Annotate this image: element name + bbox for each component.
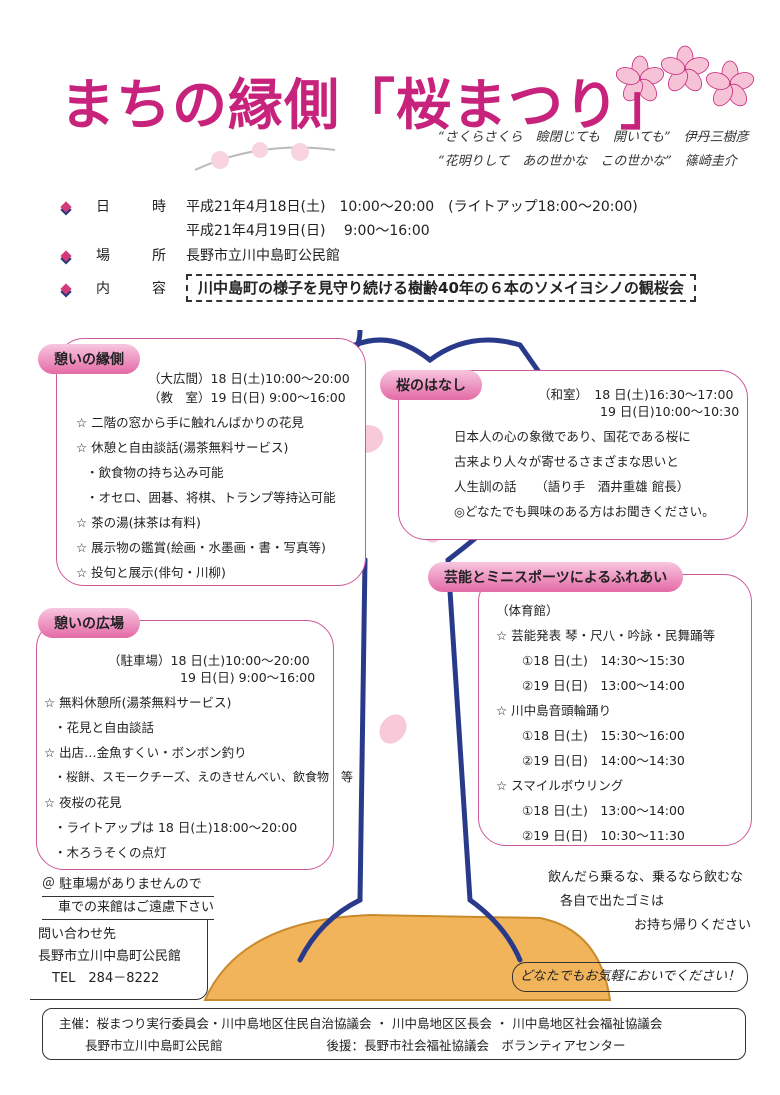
cherry-blossom-icon: [615, 45, 755, 107]
geino-line: ②19 日(日) 14:00～14:30: [522, 753, 685, 768]
hanashi-line: 19 日(日)10:00～10:30: [600, 404, 740, 419]
engawa-line: ☆ 茶の湯(抹茶は有料): [76, 515, 201, 530]
hanashi-line: 古来より人々が寄せるさまざまな思いと: [454, 454, 679, 469]
hiroba-line: ・桜餅、スモークチーズ、えのきせんべい、飲食物 等: [54, 770, 354, 784]
hiroba-tag: 憩いの広場: [38, 608, 140, 638]
hanashi-tag: 桜のはなし: [380, 370, 482, 400]
hiroba-line: ・ライトアップは 18 日(土)18:00～20:00: [54, 820, 298, 835]
geino-line: ②19 日(日) 10:30～11:30: [522, 828, 685, 843]
place-label: 場 所: [96, 248, 180, 264]
content-row: 内 容川中島町の様子を見守り続ける樹齢40年の６本のソメイヨシノの観桜会: [60, 274, 696, 302]
geino-line: ①18 日(土) 13:00～14:00: [522, 803, 685, 818]
geino-line: ☆ 芸能発表 琴・尺八・吟詠・民舞踊等: [496, 628, 716, 643]
hanashi-line: ◎どなたでも興味のある方はお聞きください。: [454, 504, 715, 519]
parking-line-2: 車での来館はご遠慮下さい: [42, 897, 215, 920]
content-value: 川中島町の様子を見守り続ける樹齢40年の６本のソメイヨシノの観桜会: [186, 274, 696, 302]
notice-line-1: 飲んだら乗るな、乗るなら飲むな: [548, 870, 744, 885]
footer-organizers: 主催：桜まつり実行委員会・川中島地区住民自治協議会 ・ 川中島地区区長会 ・ 川…: [59, 1016, 663, 1031]
footer-box: 主催：桜まつり実行委員会・川中島地区住民自治協議会 ・ 川中島地区区長会 ・ 川…: [42, 1008, 746, 1060]
geino-line: ②19 日(日) 13:00～14:00: [522, 678, 685, 693]
engawa-line: ・オセロ、囲碁、将棋、トランプ等持込可能: [86, 490, 336, 505]
engawa-line: （教 室）19 日(日) 9:00～16:00: [148, 390, 346, 405]
date-line-2: 平成21年4月19日(日) 9:00～16:00: [186, 223, 430, 239]
footer-host: 長野市立川中島町公民館: [85, 1038, 223, 1053]
geino-line: ①18 日(土) 15:30～16:00: [522, 728, 685, 743]
contact-name: 長野市立川中島町公民館: [38, 949, 182, 964]
content-label: 内 容: [96, 281, 180, 297]
footer-line-2: 長野市立川中島町公民館 後援：長野市社会福祉協議会 ボランティアセンター: [59, 1035, 729, 1057]
parking-line-1: ＠ 駐車場がありませんので: [42, 874, 215, 897]
date-line-1: 平成21年4月18日(土) 10:00～20:00 (ライトアップ18:00～2…: [186, 199, 638, 215]
manners-notice: 飲んだら乗るな、乗るなら飲むな 各自で出たゴミは お持ち帰りください: [548, 866, 751, 938]
engawa-list: （大広間）18 日(土)10:00～20:00 （教 室）19 日(日) 9:0…: [76, 366, 350, 585]
engawa-line: （大広間）18 日(土)10:00～20:00: [148, 371, 350, 386]
geino-section: [478, 574, 752, 846]
contact-heading: 問い合わせ先: [38, 927, 117, 942]
geino-tag: 芸能とミニスポーツによるふれあい: [428, 562, 684, 592]
hiroba-line: ・木ろうそくの点灯: [54, 845, 167, 860]
page-title: まちの縁側「桜まつり」: [60, 72, 677, 137]
place-value: 長野市立川中島町公民館: [186, 248, 340, 264]
hiroba-line: 19 日(日) 9:00～16:00: [180, 670, 316, 685]
hanashi-list: （和室） 18 日(土)16:30～17:00 19 日(日)10:00～10:…: [454, 382, 739, 524]
footer-supporters: 後援：長野市社会福祉協議会 ボランティアセンター: [326, 1038, 626, 1053]
contact-tel: TEL 284－8222: [52, 971, 160, 986]
notice-line-3: お持ち帰りください: [634, 918, 752, 933]
engawa-line: ☆ 投句と展示(俳句・川柳): [76, 565, 226, 580]
hanashi-line: 日本人の心の象徴であり、国花である桜に: [454, 429, 691, 444]
poem-1: “さくらさくら 瞼閉じても 開いても” 伊丹三樹彦: [438, 130, 749, 145]
hiroba-line: ☆ 無料休憩所(湯茶無料サービス): [44, 695, 232, 710]
place-row: 場 所長野市立川中島町公民館: [60, 245, 340, 265]
hanashi-line: （和室） 18 日(土)16:30～17:00: [538, 387, 734, 402]
geino-list: （体育館） ☆ 芸能発表 琴・尺八・吟詠・民舞踊等 ①18 日(土) 14:30…: [496, 598, 715, 848]
hiroba-line: ☆ 出店…金魚すくい・ボンボン釣り: [44, 745, 247, 760]
hiroba-section: [36, 620, 334, 870]
hiroba-list: （駐車場）18 日(土)10:00～20:00 19 日(日) 9:00～16:…: [44, 648, 353, 865]
notice-line-2: 各自で出たゴミは: [560, 894, 665, 909]
engawa-tag: 憩いの縁側: [38, 344, 140, 374]
geino-line: ☆ スマイルボウリング: [496, 778, 624, 793]
geino-line: ☆ 川中島音頭輪踊り: [496, 703, 612, 718]
date-label: 日 時: [96, 199, 180, 215]
hiroba-line: ☆ 夜桜の花見: [44, 795, 122, 810]
hiroba-line: ・花見と自由談話: [54, 720, 155, 735]
contact-box: 問い合わせ先 長野市立川中島町公民館 TEL 284－8222: [30, 920, 208, 1000]
engawa-line: ☆ 展示物の鑑賞(絵画・水墨画・書・写真等): [76, 540, 326, 555]
welcome-message: どなたでもお気軽においでください！: [512, 962, 748, 992]
engawa-line: ☆ 休憩と自由談話(湯茶無料サービス): [76, 440, 289, 455]
engawa-line: ・飲食物の持ち込み可能: [86, 465, 224, 480]
engawa-section: [56, 338, 366, 586]
engawa-line: ☆ 二階の窓から手に触れんばかりの花見: [76, 415, 304, 430]
hanashi-line: 人生訓の話 （語り手 酒井重雄 館長）: [454, 479, 690, 494]
hiroba-line: （駐車場）18 日(土)10:00～20:00: [108, 653, 310, 668]
geino-line: ①18 日(土) 14:30～15:30: [522, 653, 685, 668]
date-row: 日 時平成21年4月18日(土) 10:00～20:00 (ライトアップ18:0…: [60, 196, 638, 216]
blossom-branch-icon: [194, 142, 336, 171]
poem-2: “花明りして あの世かな この世かな” 篠崎圭介: [438, 154, 737, 169]
geino-line: （体育館）: [496, 603, 559, 618]
parking-notice: ＠ 駐車場がありませんので 車での来館はご遠慮下さい: [42, 874, 215, 920]
